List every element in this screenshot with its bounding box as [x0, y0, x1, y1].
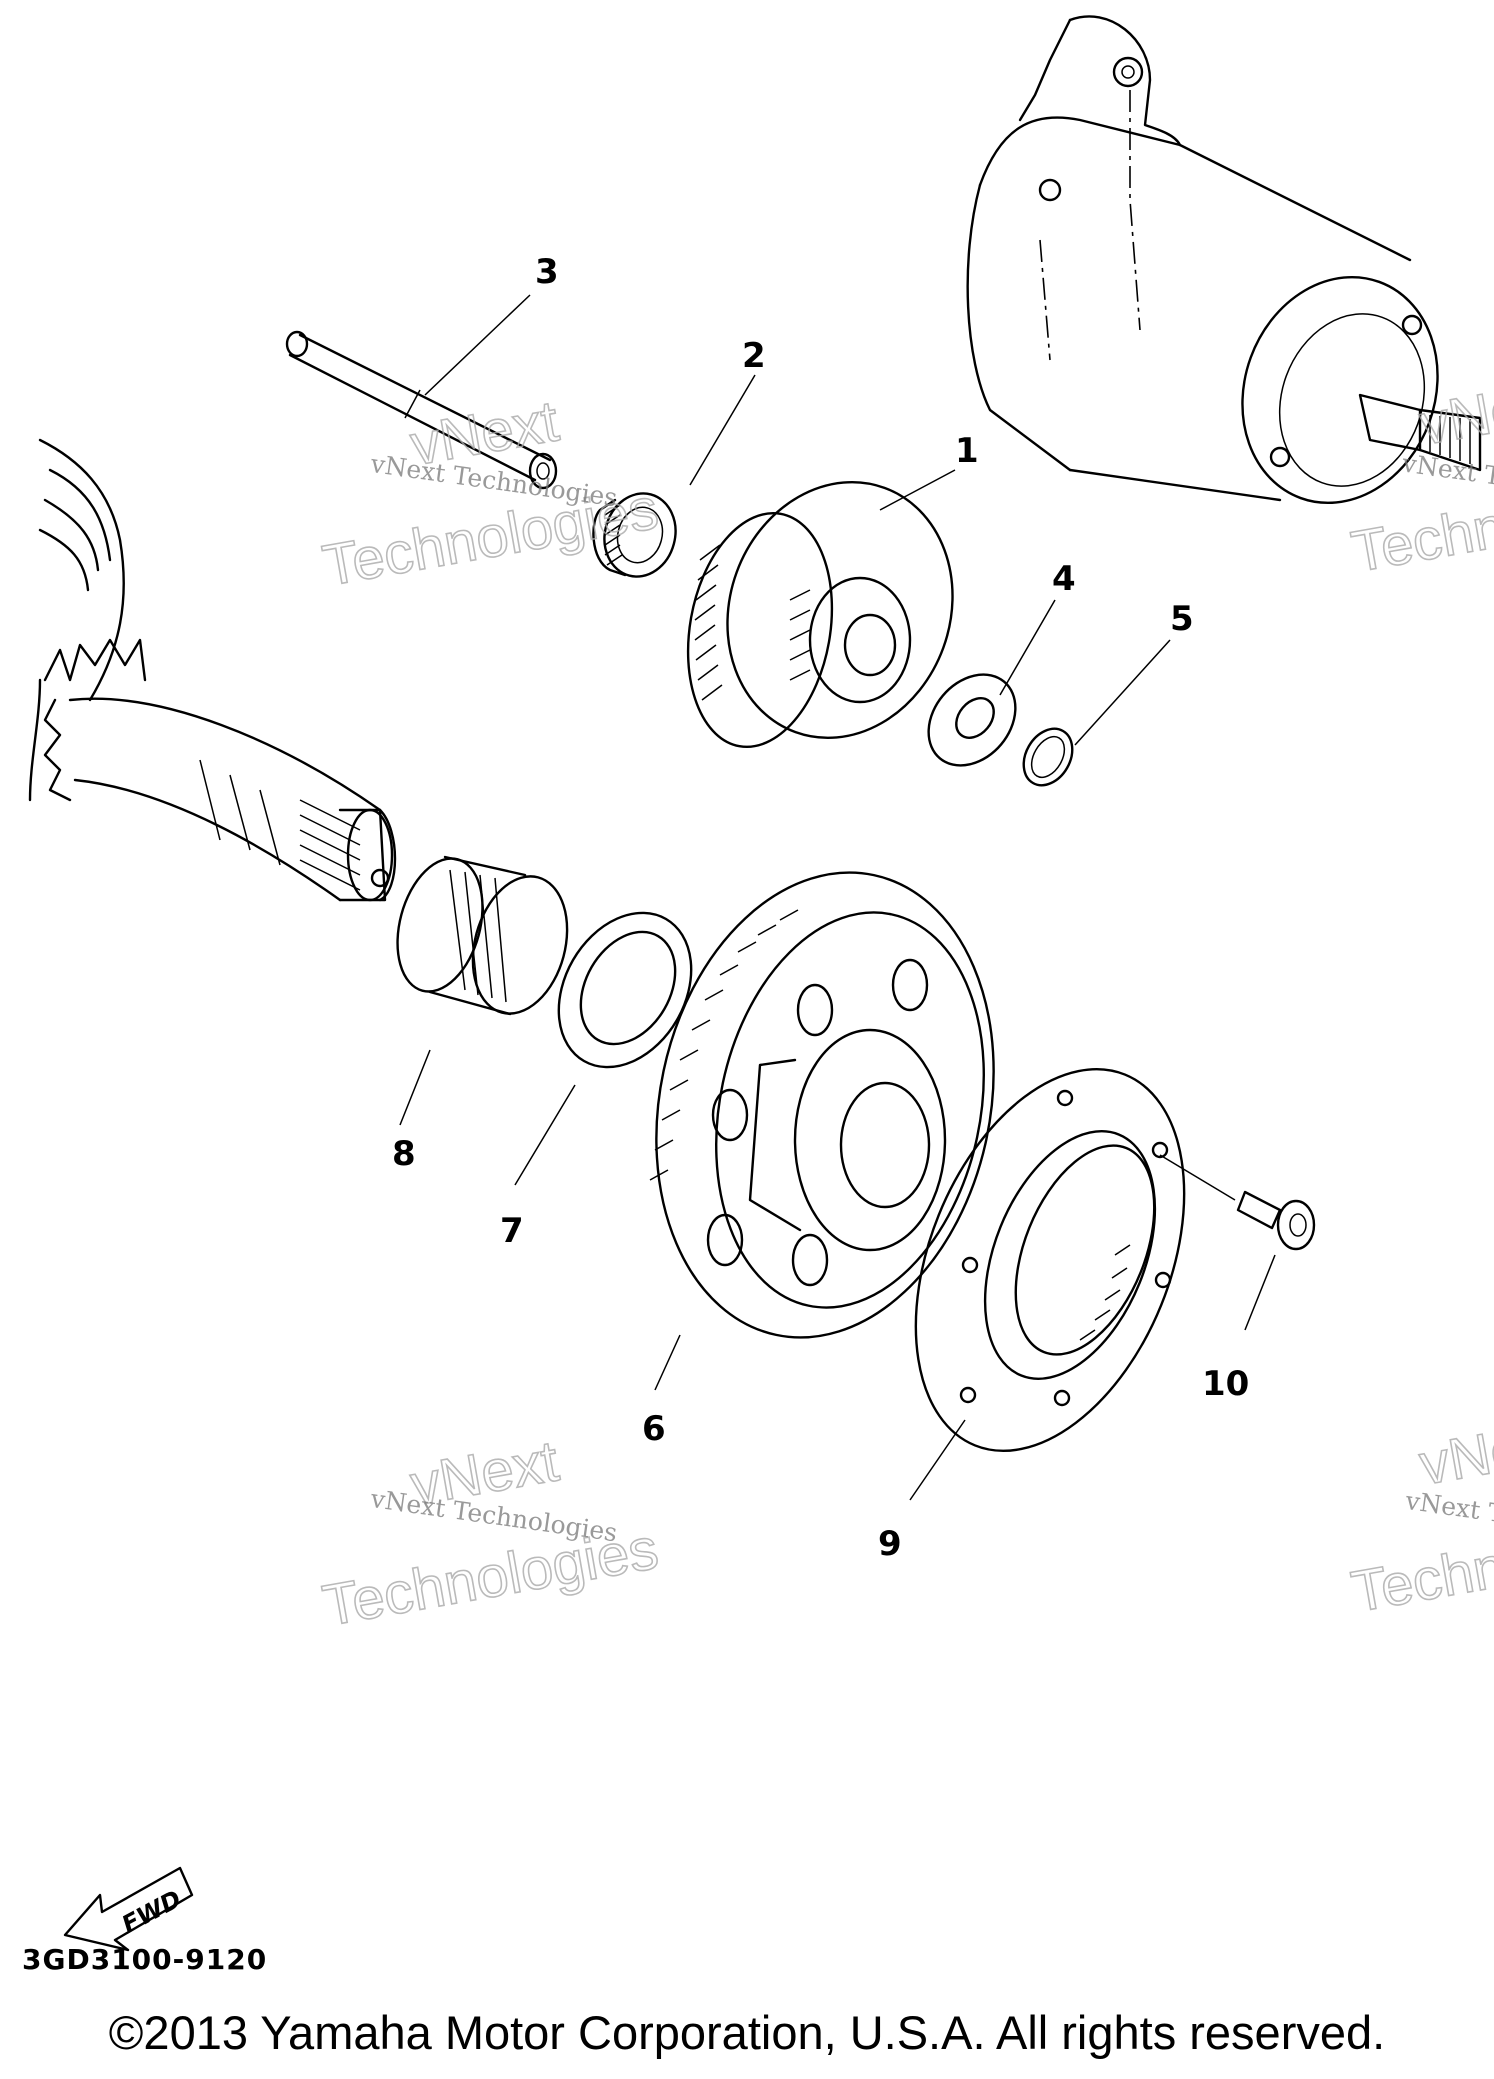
crankshaft	[28, 438, 397, 902]
callout-2: 2	[742, 336, 766, 376]
callout-3: 3	[535, 252, 559, 292]
watermark-large-top: vNext	[1415, 368, 1494, 458]
idle-gear-part-1	[686, 480, 954, 749]
copyright-notice: ©2013 Yamaha Motor Corporation, U.S.A. A…	[108, 2006, 1386, 2059]
circlip-part-5	[1022, 727, 1074, 787]
bolt-part-10	[1236, 1190, 1316, 1251]
needle-bearing-part-8	[396, 855, 569, 1016]
fwd-label: FWD	[117, 1885, 186, 1939]
callout-4: 4	[1052, 559, 1076, 599]
washer-part-7	[557, 911, 693, 1069]
diagram-code: 3GD3100-9120	[22, 1943, 268, 1976]
callout-7: 7	[500, 1211, 524, 1251]
callout-5: 5	[1170, 599, 1194, 639]
callout-6: 6	[642, 1409, 666, 1449]
starter-motor	[966, 15, 1482, 505]
fwd-arrow-icon: FWD	[63, 1866, 194, 1952]
washer-part-4	[927, 673, 1017, 767]
watermark: vNext Technologies vNext Technologies vN…	[317, 367, 1494, 1639]
shaft-part-3	[285, 330, 558, 490]
watermark-large-top: vNext	[1415, 1408, 1494, 1498]
callouts: 1 2 3 4 5 6 7 8 9 10	[392, 252, 1249, 1564]
needle-bearing-part-2	[592, 492, 677, 578]
leader-lines	[399, 294, 1276, 1501]
callout-9: 9	[878, 1524, 902, 1564]
callout-1: 1	[955, 431, 979, 471]
callout-10: 10	[1202, 1364, 1249, 1404]
callout-8: 8	[392, 1134, 416, 1174]
starter-wheel-gear-part-6	[649, 871, 995, 1339]
one-way-clutch-part-9	[914, 1067, 1186, 1453]
